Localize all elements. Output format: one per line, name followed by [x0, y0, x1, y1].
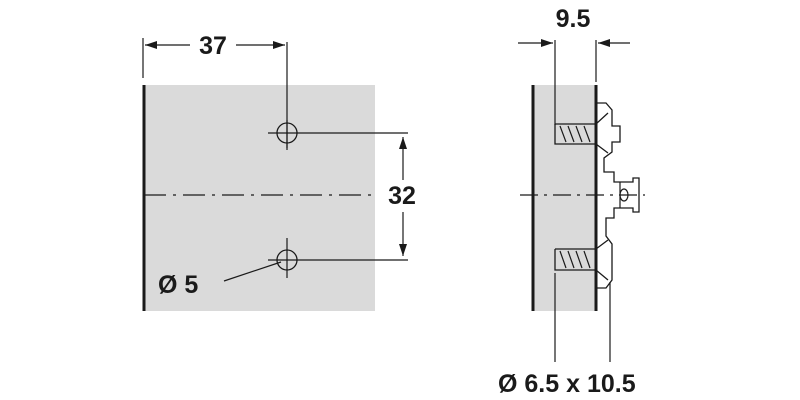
upper-hole: [268, 120, 408, 150]
cabinet-side-section: [532, 85, 596, 311]
hole-diameter-label: Ø 5: [158, 271, 198, 299]
side-view: 9.5 Ø 6.5 x 10.5: [498, 5, 645, 398]
screw-size-label: Ø 6.5 x 10.5: [498, 370, 636, 398]
hole-spacing-dimension: 32: [388, 137, 416, 256]
lower-hole: [268, 238, 408, 278]
depth-dimension-label: 9.5: [556, 5, 591, 33]
width-dimension-label: 37: [199, 32, 227, 60]
depth-dimension: 9.5: [518, 5, 630, 125]
mounting-plate-face: [144, 85, 375, 311]
upper-screw: [554, 112, 609, 154]
width-dimension: 37: [142, 32, 288, 148]
lower-screw: [554, 239, 609, 281]
hole-diameter-callout: Ø 5: [158, 261, 282, 299]
front-view: 37 32 Ø 5: [142, 32, 416, 311]
hole-spacing-label: 32: [388, 182, 416, 210]
